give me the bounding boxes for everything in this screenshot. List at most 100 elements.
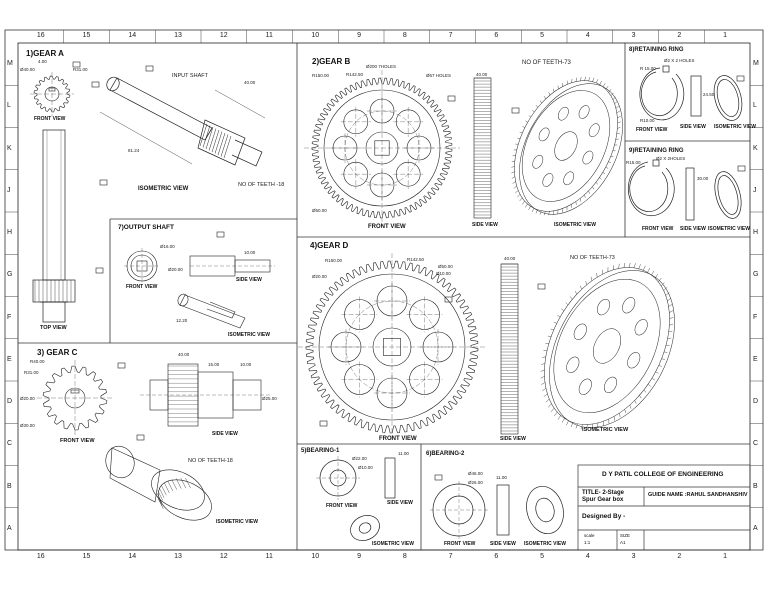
input-shaft-note: INPUT SHAFT xyxy=(172,73,208,79)
gear-c-iso-teeth xyxy=(156,478,191,509)
zone-row-F: F xyxy=(753,313,758,321)
zone-col-14: 14 xyxy=(128,32,137,39)
zone-col-5: 5 xyxy=(540,32,545,39)
bearing-2-views xyxy=(430,481,564,539)
dim-e2: Ø10.00 xyxy=(358,465,373,470)
gear-d-side-label: SIDE VIEW xyxy=(500,436,526,442)
zone-col-11: 11 xyxy=(265,553,273,560)
gear-b-holes-note: Ø200 7HOLES xyxy=(366,64,397,69)
dim-b2: R142.50 xyxy=(346,72,364,77)
gear-d-side-view xyxy=(500,263,519,435)
guide-name: GUIDE NAME :RAHUL SANDHANSHIV xyxy=(648,492,748,498)
zone-col-15: 15 xyxy=(82,553,91,560)
gear-b-side-label: SIDE VIEW xyxy=(472,222,498,228)
dim-o2: Ø20.00 xyxy=(168,267,183,272)
gear-c-side-label: SIDE VIEW xyxy=(212,431,238,437)
dim-d6: 40.00 xyxy=(504,256,516,261)
ring-9-title: 9)RETAINING RING xyxy=(629,148,684,154)
ring-9-iso-label: ISOMETRIC VIEW xyxy=(708,226,750,232)
zone-row-B: B xyxy=(7,482,12,490)
ring-9-side-label: SIDE VIEW xyxy=(680,226,706,232)
gear-c-title: 3) GEAR C xyxy=(37,348,78,357)
zone-row-A: A xyxy=(753,524,758,532)
gear-d-teeth-note: NO OF TEETH-73 xyxy=(570,255,615,261)
zone-row-K: K xyxy=(7,144,12,152)
zone-row-J: J xyxy=(753,186,757,194)
gear-d-isometric xyxy=(540,262,675,430)
bearing-1-views xyxy=(316,456,396,541)
gear-c-front-view xyxy=(37,360,113,436)
dim-c6: 10.00 xyxy=(240,362,252,367)
gear-b-side-view xyxy=(473,77,492,219)
gear-d-front-view xyxy=(298,253,486,441)
zone-col-5: 5 xyxy=(540,553,545,560)
gear-c-teeth-note: NO OF TEETH-18 xyxy=(188,458,233,464)
gear-b-holes-note2: Ø67 HOLES xyxy=(426,73,452,78)
zone-row-L: L xyxy=(753,102,757,110)
zone-col-11: 11 xyxy=(265,32,273,39)
gear-a-top-teeth xyxy=(34,280,72,302)
dim-a5: 81.24 xyxy=(128,148,140,153)
zone-col-12: 12 xyxy=(219,32,228,39)
dim-b1: R150.00 xyxy=(312,73,330,78)
zone-col-16: 16 xyxy=(36,553,45,560)
dim-b3: Ø50.00 xyxy=(312,208,327,213)
dim-r5: 30.00 xyxy=(697,176,709,181)
zone-row-K: K xyxy=(753,144,758,152)
dim-c1: R40.00 xyxy=(30,359,45,364)
dim-o3: 10.00 xyxy=(244,250,256,255)
dim-r3: R10.00 xyxy=(640,118,655,123)
scale-value: 1:1 xyxy=(584,540,591,545)
gear-b-front-label: FRONT VIEW xyxy=(368,224,406,230)
dim-o4: 12.20 xyxy=(176,318,188,323)
gear-a-iso-teeth xyxy=(199,123,232,159)
zone-row-F: F xyxy=(7,313,12,321)
ring-8-iso-label: ISOMETRIC VIEW xyxy=(714,124,756,130)
ring-8-side-label: SIDE VIEW xyxy=(680,124,706,130)
dim-d2: R142.50 xyxy=(407,257,425,262)
bearing-1-title: 5)BEARING-1 xyxy=(301,448,340,454)
input-shaft-top-view xyxy=(32,129,76,323)
zone-row-M: M xyxy=(7,60,13,68)
zone-row-A: A xyxy=(7,524,12,532)
zone-col-3: 3 xyxy=(631,553,636,560)
output-shaft-views xyxy=(124,248,275,329)
gear-b-front-view xyxy=(304,70,460,226)
zone-col-3: 3 xyxy=(631,32,636,39)
gear-c-side-view xyxy=(140,363,270,427)
zone-col-2: 2 xyxy=(677,553,682,560)
gear-c-front-label: FRONT VIEW xyxy=(60,438,95,444)
dim-c8: Ø30.00 xyxy=(20,423,35,428)
dim-c2: R31.00 xyxy=(24,370,39,375)
retaining-ring-9-views xyxy=(627,159,742,221)
bearing-2-iso-label: ISOMETRIC VIEW xyxy=(524,541,566,547)
bearing-2-side-label: SIDE VIEW xyxy=(490,541,516,547)
dim-e1: Ø22.00 xyxy=(352,456,367,461)
gear-b-iso-label: ISOMETRIC VIEW xyxy=(554,222,596,228)
ring-9-holes: Ø2 X 2HOLES xyxy=(656,156,686,161)
gear-a-title: 1)GEAR A xyxy=(26,49,64,58)
zone-row-B: B xyxy=(753,482,758,490)
zone-col-1: 1 xyxy=(723,553,728,560)
zone-col-4: 4 xyxy=(585,553,590,560)
dim-d4: Ø10.00 xyxy=(436,271,451,276)
retaining-ring-8-views xyxy=(639,65,743,121)
dim-a1: Ø40.00 xyxy=(20,67,35,72)
output-shaft-title: 7)OUTPUT SHAFT xyxy=(118,224,174,231)
zone-row-E: E xyxy=(753,355,758,363)
dim-o1: Ø16.00 xyxy=(160,244,175,249)
zone-col-1: 1 xyxy=(723,32,728,39)
zone-row-M: M xyxy=(753,60,759,68)
dim-c5: 15.00 xyxy=(208,362,220,367)
gear-d-iso-label: ISOMETRIC VIEW xyxy=(582,427,629,433)
zone-col-15: 15 xyxy=(82,32,91,39)
bearing-1-iso-label: ISOMETRIC VIEW xyxy=(372,541,414,547)
gear-b-isometric xyxy=(511,76,623,216)
dim-f1: Ø46.00 xyxy=(468,471,483,476)
dim-d1: R150.00 xyxy=(325,258,343,263)
zone-row-G: G xyxy=(753,271,759,279)
bearing-2-front-label: FRONT VIEW xyxy=(444,541,476,547)
zone-col-10: 10 xyxy=(311,32,320,39)
dim-a4: 40.00 xyxy=(244,80,256,85)
